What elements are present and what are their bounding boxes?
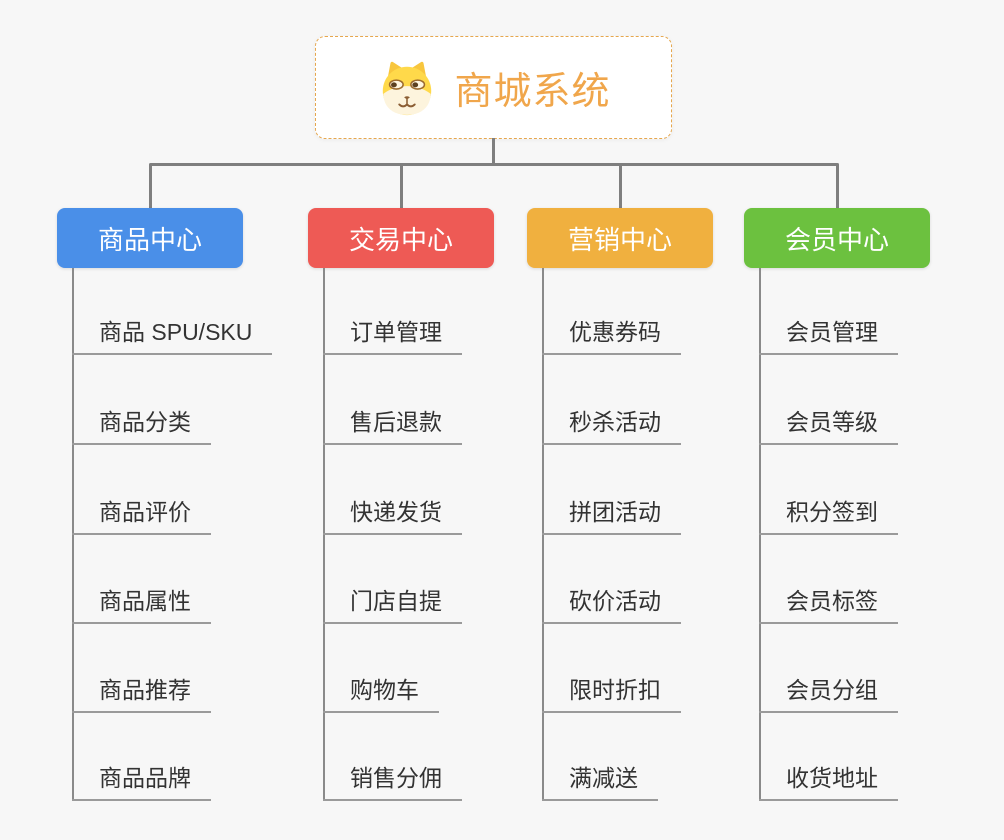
leaf-node[interactable]: 会员标签 (759, 585, 898, 624)
leaf-node[interactable]: 购物车 (323, 674, 439, 713)
leaf-node[interactable]: 订单管理 (323, 316, 462, 355)
leaf-node[interactable]: 商品属性 (72, 585, 211, 624)
root-title: 商城系统 (454, 71, 611, 113)
branch-product-center: 商品中心 商品 SPU/SKU 商品分类 商品评价 商品属性 商品推荐 商品品牌 (57, 208, 273, 801)
leaf-node[interactable]: 秒杀活动 (542, 406, 681, 445)
dog-face-icon (383, 61, 432, 115)
leaf-node[interactable]: 商品品牌 (72, 762, 211, 801)
leaf-node[interactable]: 满减送 (542, 762, 658, 801)
leaf-node[interactable]: 门店自提 (323, 585, 462, 624)
leaf-node[interactable]: 积分签到 (759, 496, 898, 535)
leaf-node[interactable]: 收货地址 (759, 762, 898, 801)
leaf-node[interactable]: 会员管理 (759, 316, 898, 355)
branch-children: 订单管理 售后退款 快递发货 门店自提 购物车 销售分佣 (323, 268, 573, 801)
branch-trade-center: 交易中心 订单管理 售后退款 快递发货 门店自提 购物车 销售分佣 (308, 208, 494, 801)
connector-drop (400, 165, 403, 208)
leaf-node[interactable]: 优惠券码 (542, 316, 681, 355)
leaf-node[interactable]: 会员分组 (759, 674, 898, 713)
leaf-node[interactable]: 会员等级 (759, 406, 898, 445)
leaf-node[interactable]: 限时折扣 (542, 674, 681, 713)
leaf-node[interactable]: 商品评价 (72, 496, 211, 535)
leaf-node[interactable]: 售后退款 (323, 406, 462, 445)
branch-children: 优惠券码 秒杀活动 拼团活动 砍价活动 限时折扣 满减送 (542, 268, 792, 801)
branch-children: 商品 SPU/SKU 商品分类 商品评价 商品属性 商品推荐 商品品牌 (72, 268, 322, 801)
branch-member-center: 会员中心 会员管理 会员等级 积分签到 会员标签 会员分组 收货地址 (744, 208, 930, 801)
branch-node-member-center[interactable]: 会员中心 (744, 208, 930, 268)
leaf-node[interactable]: 拼团活动 (542, 496, 681, 535)
connector-drop (619, 165, 622, 208)
branch-node-product-center[interactable]: 商品中心 (57, 208, 243, 268)
branch-marketing-center: 营销中心 优惠券码 秒杀活动 拼团活动 砍价活动 限时折扣 满减送 (527, 208, 713, 801)
leaf-node[interactable]: 商品分类 (72, 406, 211, 445)
branch-children: 会员管理 会员等级 积分签到 会员标签 会员分组 收货地址 (759, 268, 1004, 801)
branch-node-marketing-center[interactable]: 营销中心 (527, 208, 713, 268)
connector-bus (149, 163, 839, 166)
connector-drop (149, 165, 152, 208)
leaf-node[interactable]: 商品推荐 (72, 674, 211, 713)
leaf-node[interactable]: 砍价活动 (542, 585, 681, 624)
leaf-node[interactable]: 快递发货 (323, 496, 462, 535)
leaf-node[interactable]: 商品 SPU/SKU (72, 316, 273, 355)
leaf-node[interactable]: 销售分佣 (323, 762, 462, 801)
connector-drop (836, 165, 839, 208)
branch-node-trade-center[interactable]: 交易中心 (308, 208, 494, 268)
root-node[interactable]: 商城系统 (315, 36, 672, 139)
connector-root-stem (492, 138, 495, 165)
